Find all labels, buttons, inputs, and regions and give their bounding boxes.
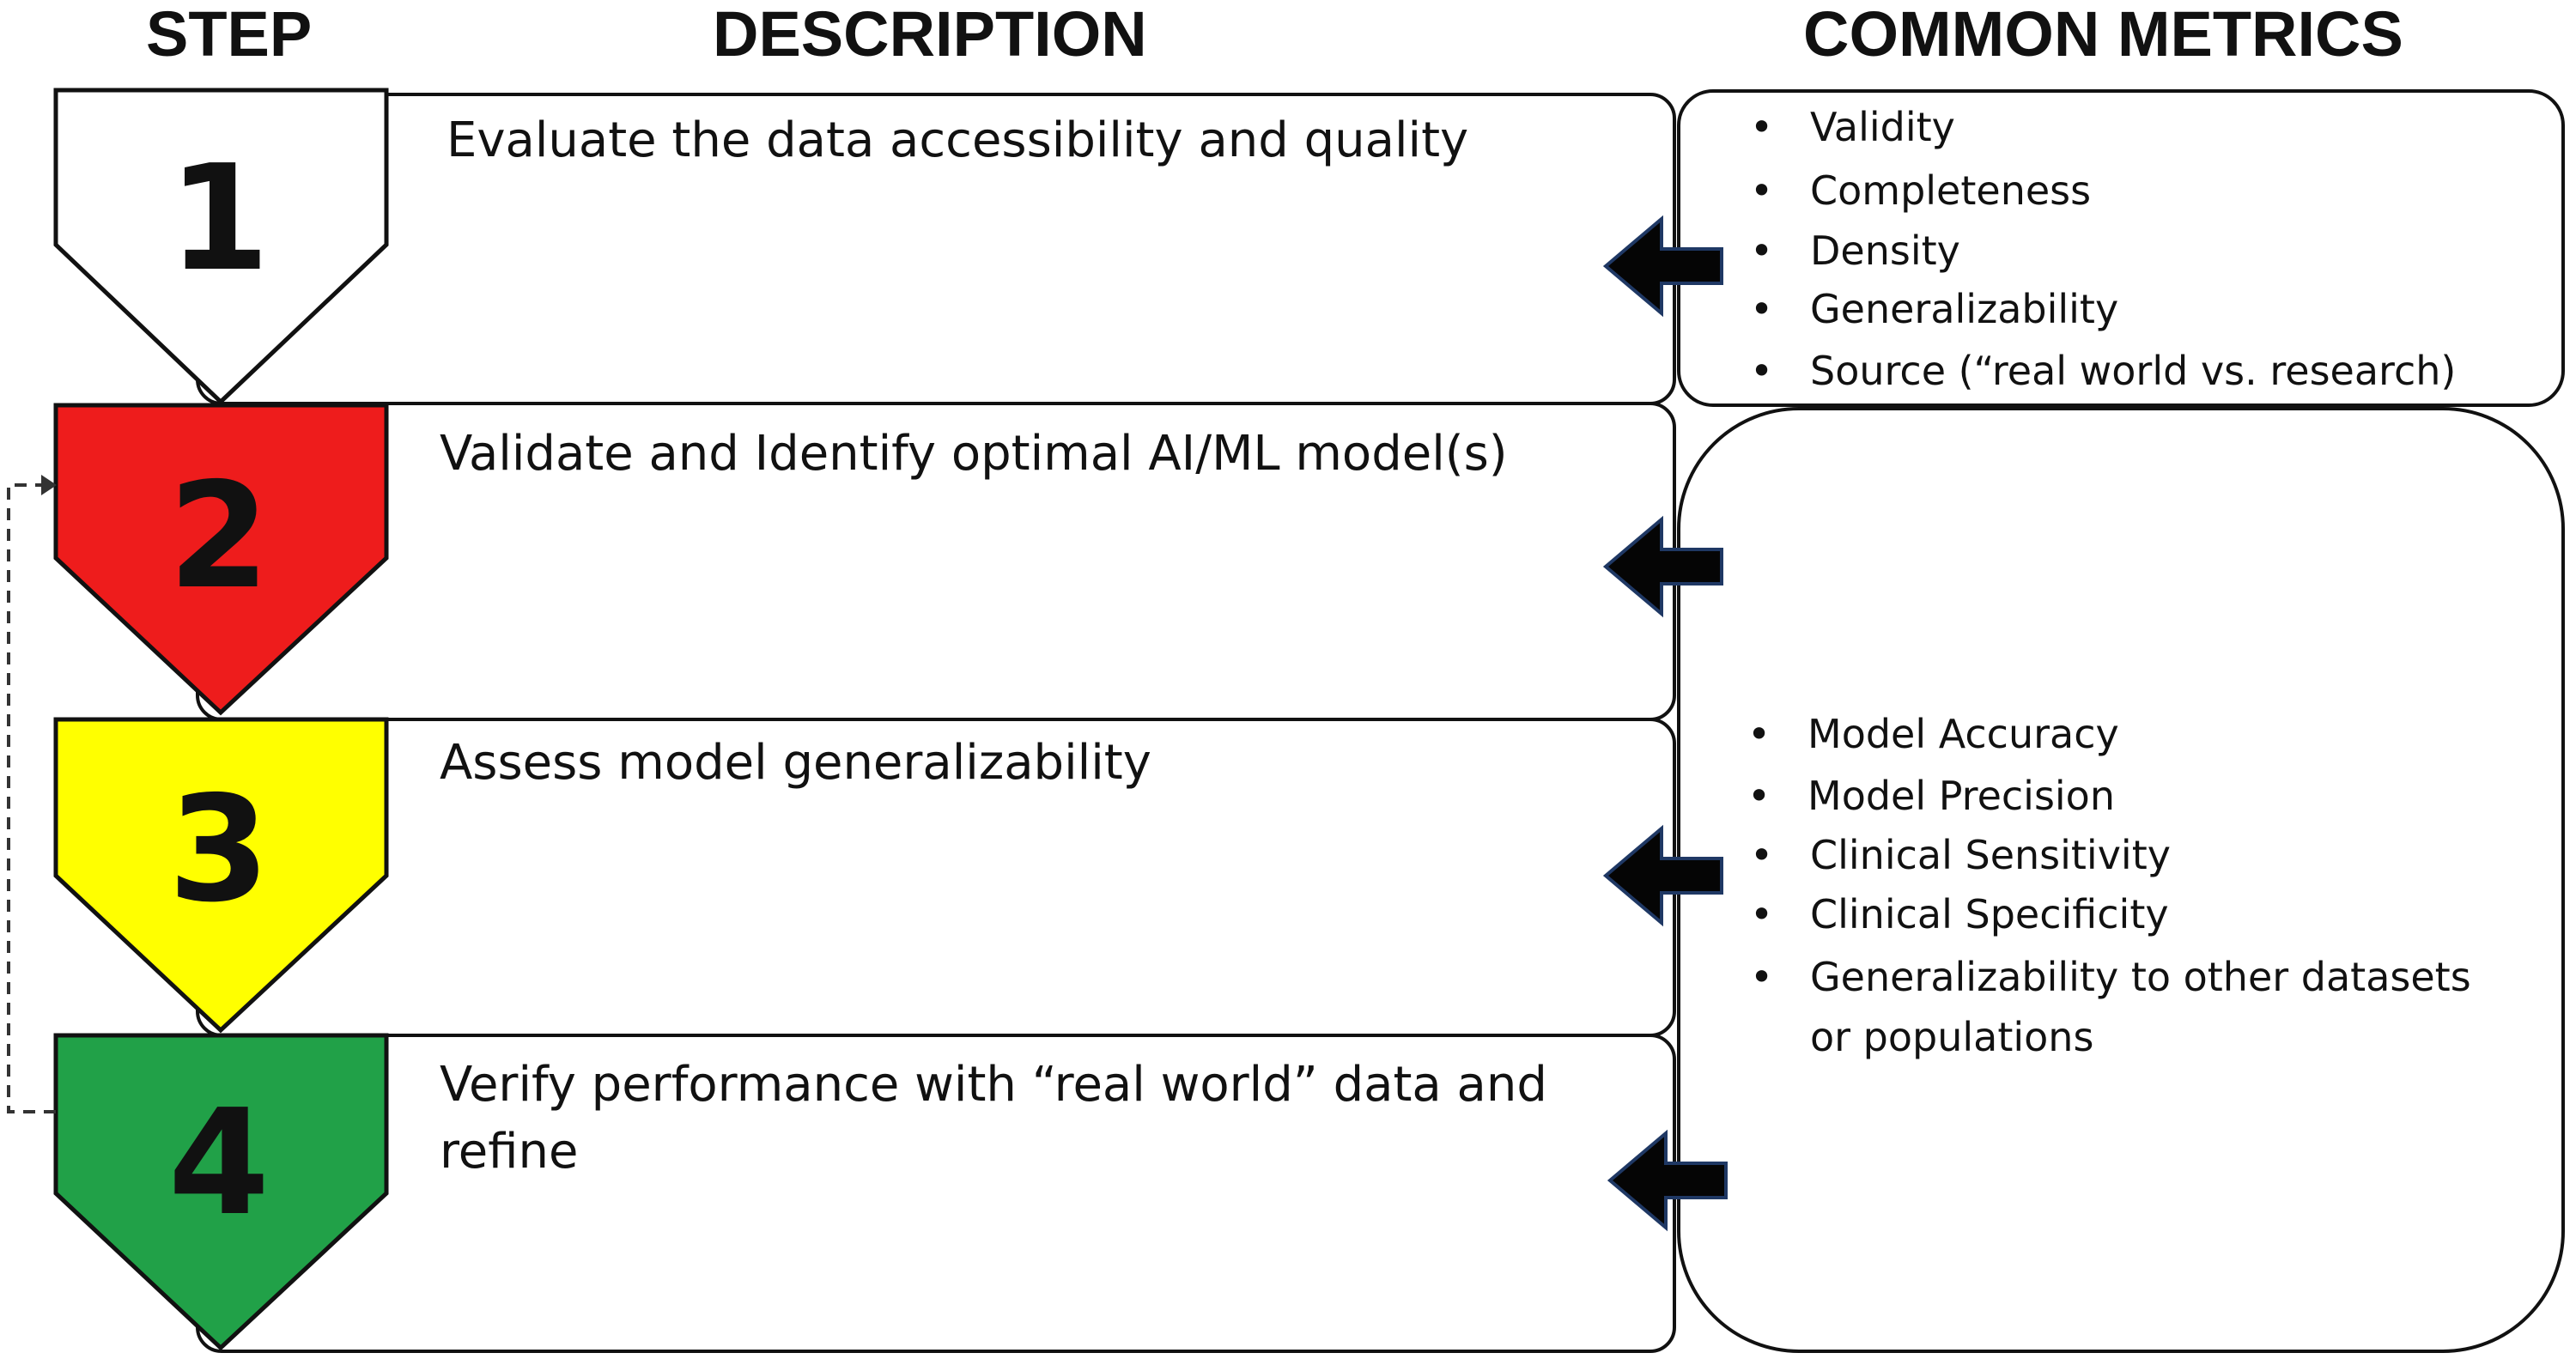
metric-label: Generalizability to other datasets (1810, 954, 2471, 1000)
bullet-icon: • (1750, 832, 1774, 878)
step-description-4-line-2: refine (440, 1124, 579, 1180)
metric-label: Model Accuracy (1807, 711, 2119, 757)
step-number-2: 2 (167, 452, 270, 622)
metric-label: Clinical Sensitivity (1810, 832, 2171, 878)
header-step: STEP (146, 0, 313, 70)
bullet-icon: • (1750, 228, 1774, 274)
metric-item: • Clinical Specificity (1750, 889, 2169, 940)
metric-item: • Completeness (1750, 165, 2092, 216)
metric-item: • Clinical Sensitivity (1750, 829, 2171, 881)
bullet-icon: • (1747, 773, 1771, 819)
metric-item: • Source (“real world vs. research) (1750, 345, 2457, 397)
metric-item: • Model Accuracy (1747, 708, 2119, 760)
step-description-3: Assess model generalizability (440, 735, 1151, 791)
metric-label: Completeness (1810, 167, 2092, 214)
bullet-icon: • (1750, 104, 1774, 150)
loop-arrow-icon (7, 483, 56, 1113)
arrow-left-icon (1607, 1129, 1728, 1232)
bullet-icon: • (1750, 954, 1774, 1000)
step-description-1: Evaluate the data accessibility and qual… (447, 112, 1469, 168)
metric-label: Source (“real world vs. research) (1810, 348, 2457, 394)
loop-arrowhead-icon (41, 475, 57, 495)
step-chevron-1 (53, 88, 389, 405)
metric-item: • Validity (1750, 101, 1955, 153)
step-number-3: 3 (167, 765, 270, 935)
bullet-icon: • (1750, 286, 1774, 332)
arrow-left-icon (1602, 824, 1723, 927)
metric-item-continuation: or populations (1810, 1014, 2094, 1060)
step-number-1: 1 (167, 134, 270, 304)
bullet-icon: • (1750, 348, 1774, 394)
step-description-4-line-1: Verify performance with “real world” dat… (440, 1057, 1547, 1113)
arrow-left-icon (1602, 215, 1723, 318)
bullet-icon: • (1747, 711, 1771, 757)
metric-label: Model Precision (1807, 773, 2115, 819)
metric-item: • Density (1750, 225, 1960, 276)
step-chevron-2 (53, 403, 389, 716)
header-common-metrics: COMMON METRICS (1803, 0, 2403, 70)
arrow-left-icon (1602, 515, 1723, 618)
step-description-2: Validate and Identify optimal AI/ML mode… (440, 426, 1508, 482)
header-description: DESCRIPTION (713, 0, 1147, 70)
metric-item: • Generalizability to other datasets (1750, 951, 2471, 1003)
metric-item: • Model Precision (1747, 770, 2115, 822)
metric-label: Validity (1810, 104, 1955, 150)
step-chevron-3 (53, 717, 389, 1034)
step-number-4: 4 (167, 1078, 270, 1248)
step-chevron-4 (53, 1033, 389, 1351)
metric-label: Density (1810, 228, 1960, 274)
bullet-icon: • (1750, 167, 1774, 214)
metric-item: • Generalizability (1750, 283, 2119, 335)
metric-label: Clinical Specificity (1810, 891, 2169, 937)
bullet-icon: • (1750, 891, 1774, 937)
metric-label: Generalizability (1810, 286, 2119, 332)
